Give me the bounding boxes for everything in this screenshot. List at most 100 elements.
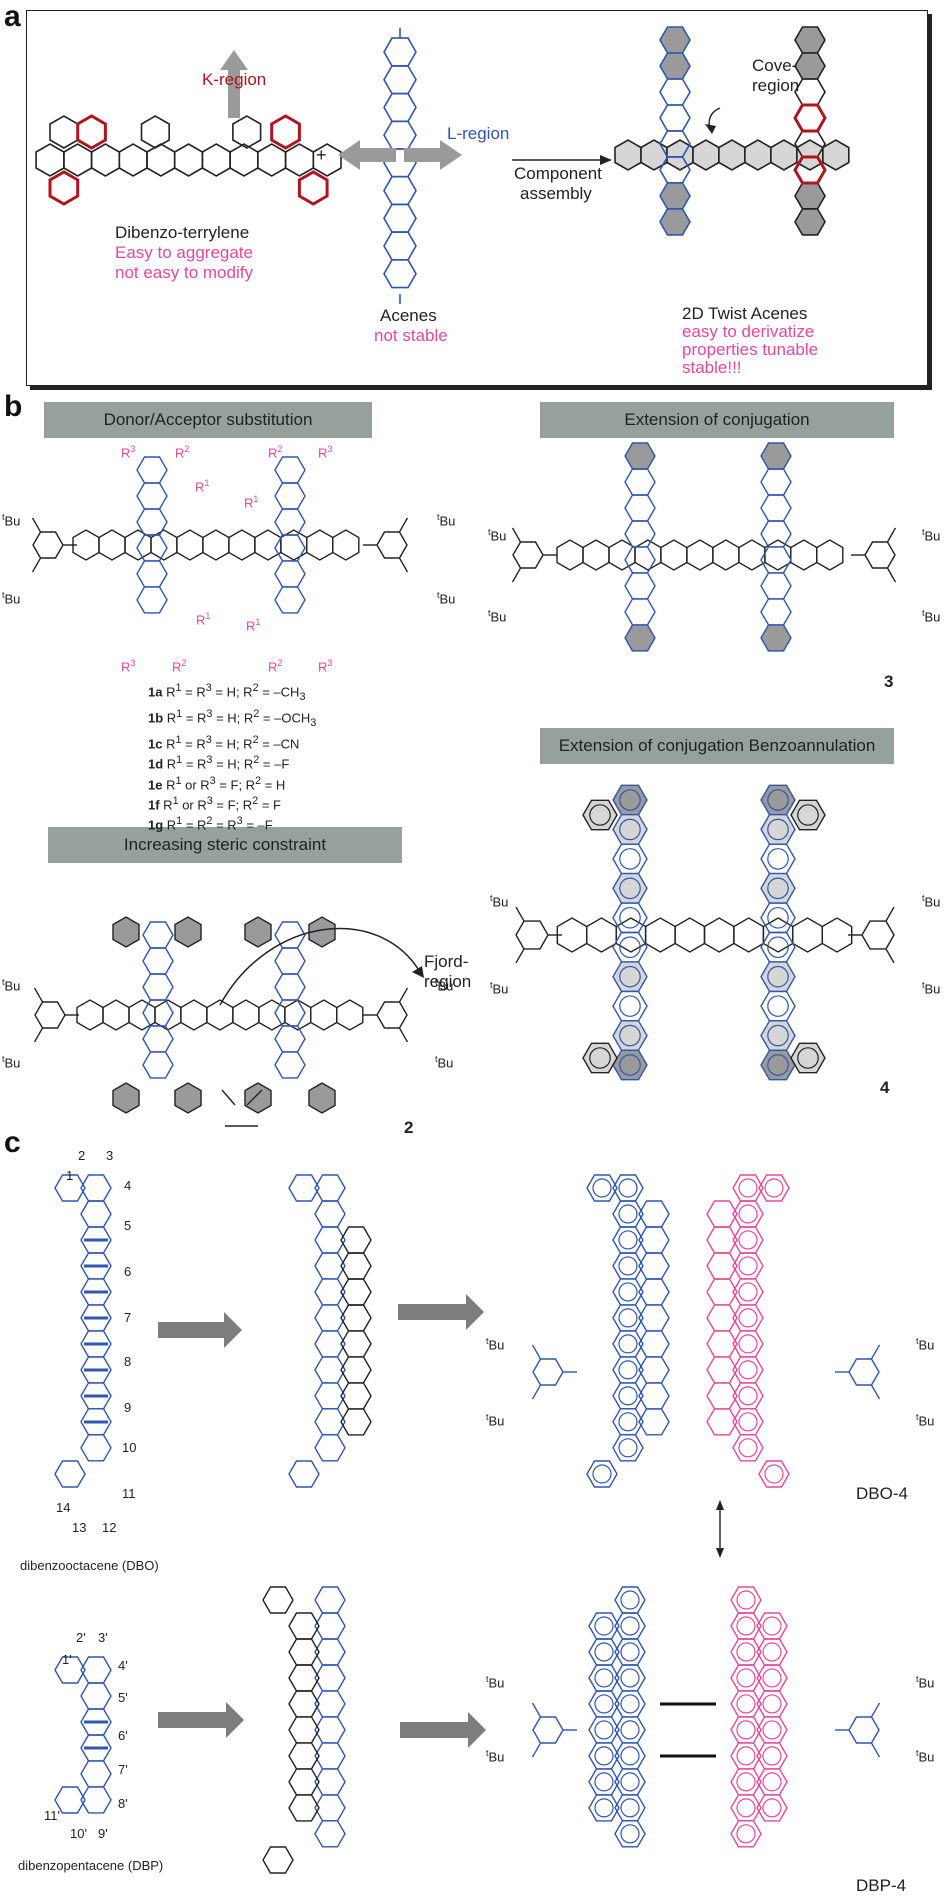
aromatic-circle — [589, 804, 611, 826]
aromatic-circle — [762, 1772, 782, 1792]
bond — [885, 906, 895, 922]
dbo-num-7: 7 — [124, 1310, 132, 1325]
aromatic-circle — [618, 1438, 638, 1458]
ring — [624, 624, 656, 652]
ring — [262, 1586, 294, 1614]
ring — [314, 1586, 346, 1614]
ring — [848, 1358, 880, 1386]
ring — [244, 1082, 272, 1114]
aromatic-circle — [592, 1178, 612, 1198]
ring — [614, 1820, 646, 1848]
aromatic-circle — [618, 1308, 638, 1328]
bond — [515, 948, 525, 964]
l-region-label: L-region — [447, 124, 510, 143]
aromatic-circle — [618, 1334, 638, 1354]
dbp-num-2: 2' — [76, 1630, 86, 1645]
banner-extension: Extension of conjugation — [540, 402, 894, 438]
aromatic-circle — [618, 1386, 638, 1406]
ring — [76, 114, 107, 150]
acene-left-arrow — [338, 140, 396, 170]
twist-note-2: properties tunable — [682, 340, 819, 359]
ring — [262, 1846, 294, 1874]
ring — [659, 208, 691, 236]
fjord-label-1: Fjord- — [424, 952, 469, 971]
aromatic-circle — [619, 1054, 641, 1076]
bond — [531, 1702, 542, 1718]
aromatic-circle — [594, 1798, 614, 1818]
dbo-num-10: 10 — [122, 1440, 137, 1455]
tbu-3-br: tBu — [922, 608, 941, 625]
bond — [531, 1344, 542, 1360]
r2-top-right: R2 — [268, 444, 283, 461]
ring — [586, 1460, 618, 1488]
bond — [886, 527, 897, 543]
ring — [756, 1794, 788, 1822]
aromatic-circle — [738, 1230, 758, 1250]
tbu-2-br: tBu — [435, 1054, 454, 1071]
aromatic-circle — [618, 1178, 638, 1198]
ring — [790, 799, 826, 831]
tbu-4-tl: tBu — [490, 893, 509, 910]
banner-benzoannulation: Extension of conjugation Benzoannulation — [540, 728, 894, 764]
dbp-num-10: 10' — [70, 1826, 87, 1841]
cove-label-1: Cove- — [752, 56, 798, 75]
compound-3-label: 3 — [884, 672, 894, 691]
dbp-num-5: 5' — [118, 1690, 128, 1705]
fjord-arrow — [219, 927, 421, 1006]
bond — [398, 1027, 409, 1043]
compound-4-label: 4 — [880, 1078, 890, 1097]
dbp-num-1: 1' — [62, 1652, 72, 1667]
twist-acenes-label: 2D Twist Acenes — [682, 304, 808, 323]
bond — [398, 987, 409, 1003]
k-region-label: K-region — [202, 70, 267, 89]
aromatic-circle — [620, 1824, 640, 1844]
tbu-dbp-br: tBu — [916, 1748, 935, 1765]
aromatic-circle — [736, 1746, 756, 1766]
tbu-dbo-br: tBu — [916, 1412, 935, 1429]
acenes-note: not stable — [374, 326, 448, 345]
ring — [532, 1716, 564, 1744]
ring — [340, 1408, 372, 1436]
tbu-4-tr: tBu — [922, 893, 941, 910]
ring — [793, 155, 827, 185]
aromatic-circle — [738, 1386, 758, 1406]
aromatic-circle — [738, 1412, 758, 1432]
ring — [274, 1051, 306, 1079]
aromatic-circle — [738, 1256, 758, 1276]
ring — [80, 1760, 112, 1788]
aromatic-circle — [619, 995, 641, 1017]
ring — [288, 1174, 320, 1202]
aromatic-circle — [620, 1694, 640, 1714]
substituent-list: 1a R1 = R3 = H; R2 = –CH3 1b R1 = R3 = H… — [148, 680, 316, 833]
tbu-1-tr: tBu — [437, 512, 456, 529]
ring — [612, 1434, 644, 1462]
ring — [790, 1042, 826, 1074]
r2-bottom-left: R2 — [172, 658, 187, 675]
sub-1e: 1e R1 or R3 = F; R2 = H — [148, 774, 286, 792]
ring — [274, 586, 306, 614]
aromatic-circle — [618, 1282, 638, 1302]
aromatic-circle — [594, 1720, 614, 1740]
aromatic-circle — [619, 848, 641, 870]
r3-top-right: R3 — [318, 444, 333, 461]
aromatic-circle — [620, 1616, 640, 1636]
dbo-name: dibenzooctacene (DBO) — [20, 1558, 159, 1573]
ring — [383, 258, 417, 289]
reaction-arrow-1 — [158, 1312, 242, 1348]
cove-label-2: region — [752, 76, 800, 95]
ring — [314, 1820, 346, 1848]
r2-top-left: R2 — [175, 444, 190, 461]
ring — [54, 1786, 86, 1814]
ring — [848, 1716, 880, 1744]
ring — [34, 1001, 66, 1029]
aromatic-circle — [736, 1642, 756, 1662]
ring — [586, 1174, 618, 1202]
tbu-2-tr: tBu — [435, 977, 454, 994]
tbu-2-tl: tBu — [2, 977, 21, 994]
bond — [515, 906, 525, 922]
ring — [244, 916, 272, 948]
aromatic-circle — [767, 965, 789, 988]
aromatic-circle — [736, 1694, 756, 1714]
tbu-dbp-tr: tBu — [916, 1674, 935, 1691]
aromatic-circle — [762, 1720, 782, 1740]
